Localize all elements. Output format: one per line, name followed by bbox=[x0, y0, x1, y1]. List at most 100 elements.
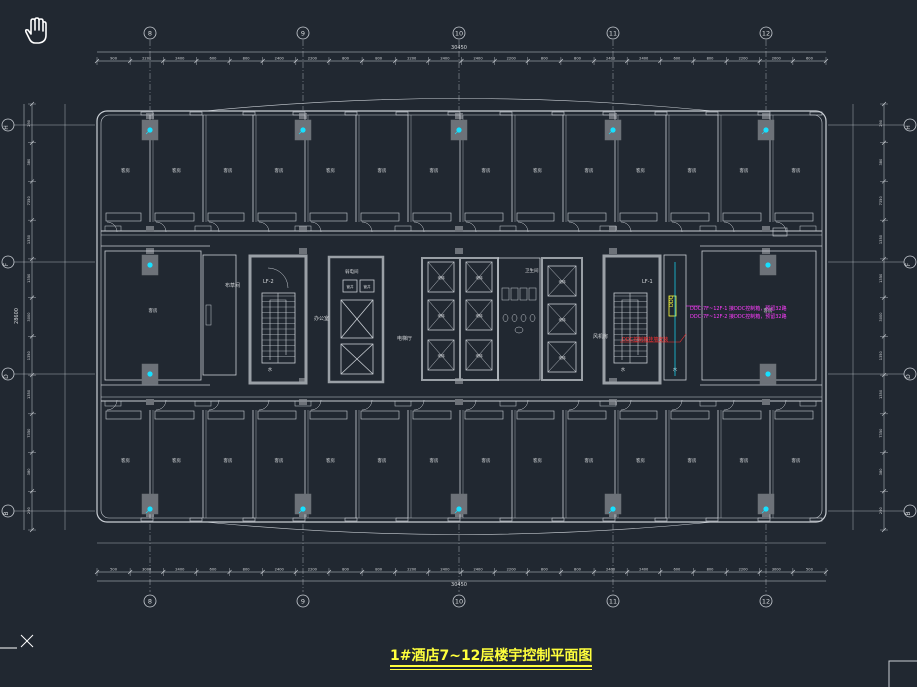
pan-hand-icon[interactable] bbox=[24, 17, 47, 44]
room-label-bottom: 客房 bbox=[585, 457, 594, 464]
elevator-car bbox=[427, 339, 455, 371]
window-frame bbox=[499, 517, 513, 522]
grid-label-bottom: 11 bbox=[609, 598, 617, 606]
door-swing bbox=[671, 399, 683, 411]
room-label-top: 客房 bbox=[275, 167, 284, 174]
dim-slash bbox=[29, 450, 35, 455]
dim-label: 380 bbox=[27, 468, 31, 476]
dim-slash bbox=[194, 58, 199, 64]
dim-slash bbox=[658, 569, 663, 575]
wc-fixture bbox=[529, 314, 536, 322]
wc-fixture bbox=[514, 326, 524, 334]
sensor-leader bbox=[145, 129, 151, 135]
bathroom-block-bottom bbox=[670, 410, 710, 420]
dim-slash bbox=[492, 569, 497, 575]
bathroom-block-top bbox=[207, 212, 245, 222]
structural-column bbox=[299, 113, 307, 119]
door-swing bbox=[361, 399, 373, 411]
dim-label: 2200 bbox=[739, 568, 749, 572]
dim-slash bbox=[881, 295, 887, 300]
dim-label: 2200 bbox=[507, 568, 517, 572]
room-label-bottom: 客房 bbox=[533, 457, 542, 464]
total-dimension-top: 30450 bbox=[451, 45, 467, 51]
dim-slash bbox=[29, 411, 35, 417]
dim-slash bbox=[459, 58, 464, 64]
window-frame bbox=[447, 517, 461, 522]
dim-slash bbox=[724, 569, 729, 575]
room-label-top: 客房 bbox=[792, 167, 801, 174]
structural-column bbox=[762, 226, 770, 232]
sensor-point bbox=[765, 371, 771, 377]
sensor-leader bbox=[145, 508, 151, 514]
room-label-top: 客房 bbox=[378, 167, 387, 174]
window-frame bbox=[395, 111, 409, 116]
door-swing bbox=[208, 399, 220, 411]
stair-left-flight bbox=[261, 292, 296, 364]
water-mark-right: 水 bbox=[621, 366, 626, 373]
bathroom-block-top bbox=[464, 212, 504, 222]
dim-label: 2400 bbox=[275, 57, 285, 61]
window-frame bbox=[654, 517, 668, 522]
water-mark-left: 水 bbox=[268, 366, 273, 373]
dim-slash bbox=[823, 569, 829, 575]
room-label-top: 客房 bbox=[585, 167, 594, 174]
structural-column bbox=[455, 248, 463, 254]
door-swing bbox=[258, 399, 270, 411]
bathroom-block-bottom bbox=[207, 410, 245, 420]
bathroom-block-top bbox=[619, 212, 658, 222]
shaft-box bbox=[342, 279, 358, 293]
elevator-car bbox=[465, 339, 493, 371]
window-frame bbox=[602, 111, 616, 116]
room-label-bottom: 客房 bbox=[378, 457, 387, 464]
room-label-top: 客房 bbox=[636, 167, 645, 174]
grid-label-top: 10 bbox=[455, 30, 463, 38]
dim-label: 2200 bbox=[507, 57, 517, 61]
structural-column bbox=[609, 399, 617, 405]
grid-bubble-bottom bbox=[759, 594, 773, 608]
dim-slash bbox=[161, 569, 166, 575]
grid-bubble-bottom bbox=[143, 594, 157, 608]
ddc-leader-red bbox=[620, 333, 687, 343]
sensor-leader bbox=[454, 508, 460, 514]
sensor-box-bottom bbox=[141, 493, 159, 515]
door-swing bbox=[310, 399, 322, 411]
bathroom-block-bottom bbox=[619, 410, 658, 420]
door-swing bbox=[310, 221, 322, 233]
dim-slash bbox=[393, 58, 398, 64]
dim-slash bbox=[127, 58, 133, 64]
window-frame bbox=[499, 111, 513, 116]
dim-slash bbox=[194, 569, 199, 575]
dim-slash bbox=[161, 58, 166, 64]
sensor-leader bbox=[608, 129, 614, 135]
door-swing bbox=[267, 267, 289, 289]
dim-label: 1350 bbox=[27, 350, 31, 360]
elevator-x bbox=[547, 265, 577, 297]
grid-bubble-bottom bbox=[606, 594, 620, 608]
wc-fixture bbox=[520, 314, 527, 322]
room-label-bottom: 客房 bbox=[430, 457, 439, 464]
dim-label: 3000 bbox=[772, 568, 782, 572]
dim-label: 800 bbox=[541, 568, 549, 572]
annotation-ddc-1: DDC-7F~12F-1 接DDC控制箱，预留32路 bbox=[690, 305, 787, 312]
elevator-left-2 bbox=[340, 343, 374, 375]
grid-label-left: D bbox=[3, 374, 10, 379]
elevator-bank-right bbox=[541, 257, 583, 381]
window-frame bbox=[292, 111, 306, 116]
sensor-leader bbox=[608, 508, 614, 514]
grid-label-bottom: 12 bbox=[762, 598, 770, 606]
door-swing bbox=[155, 221, 167, 233]
structural-column bbox=[762, 113, 770, 119]
dim-slash bbox=[29, 101, 35, 107]
dim-slash bbox=[624, 569, 630, 575]
dim-slash bbox=[724, 58, 729, 64]
structural-column bbox=[146, 399, 154, 405]
window-frame bbox=[551, 517, 565, 522]
grid-bubble-bottom bbox=[452, 594, 466, 608]
grid-label-left: F bbox=[3, 262, 10, 266]
dim-slash bbox=[881, 217, 887, 223]
dim-label: 2400 bbox=[473, 57, 483, 61]
dim-slash bbox=[29, 217, 35, 223]
door-swing bbox=[620, 399, 632, 411]
